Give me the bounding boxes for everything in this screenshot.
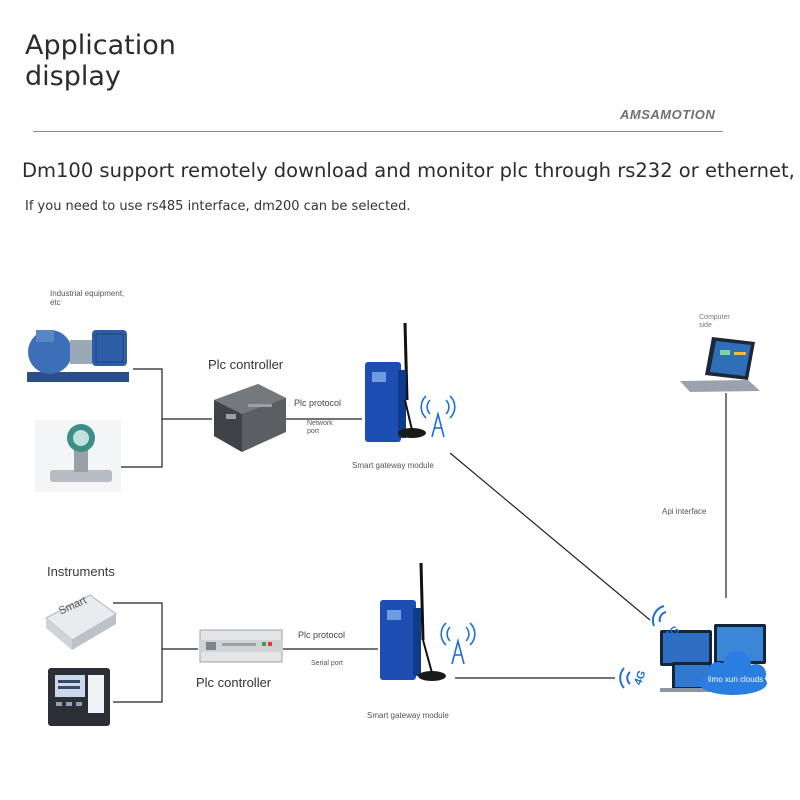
bottom-gateway-icon (380, 562, 446, 681)
smart-meter-icon (45, 594, 117, 650)
network-port-label: Network port (307, 420, 333, 435)
cloud-label: limo xun clouds (708, 675, 764, 684)
page-title: Application display (25, 30, 176, 92)
laptop-icon (680, 337, 760, 392)
top-bracket-line (85, 368, 163, 468)
bottom-4g-waves-icon (619, 667, 631, 689)
bottom-signal-icon (440, 622, 476, 665)
bottom-protocol-label: Plc protocol (298, 630, 346, 640)
header-divider (33, 131, 723, 132)
equipment-label: Industrial equipment, etc (50, 289, 125, 307)
connector-lines (85, 368, 727, 703)
brand-logo-text: AMSAMOTION (620, 107, 716, 122)
instruments-label: Instruments (47, 564, 115, 579)
top-gateway-label: Smart gateway module (352, 461, 434, 470)
description-line-1: Dm100 support remotely download and moni… (22, 159, 795, 182)
computer-side-label: Computer side (699, 314, 730, 329)
pump-icon (27, 330, 129, 382)
description-line-2: If you need to use rs485 interface, dm20… (25, 199, 411, 214)
top-plc-label: Plc controller (208, 357, 284, 372)
api-interface-label: Api interface (662, 507, 707, 516)
bottom-plc-label: Plc controller (196, 675, 272, 690)
cloud-devices-icon (660, 624, 766, 692)
top-to-cloud-link (449, 452, 651, 621)
serial-port-label: Serial port (311, 660, 343, 667)
flowmeter-icon (35, 420, 121, 492)
top-gateway-icon (365, 322, 426, 442)
bottom-bracket-line (113, 602, 163, 703)
top-plc-icon (214, 384, 286, 452)
cloud-icon (699, 651, 767, 695)
top-4g-waves-icon (651, 605, 667, 627)
top-signal-icon (420, 395, 456, 438)
top-protocol-label: Plc protocol (294, 398, 342, 408)
bottom-plc-icon (199, 629, 283, 663)
panel-meter-icon (48, 668, 110, 726)
bottom-gateway-label: Smart gateway module (367, 711, 449, 720)
